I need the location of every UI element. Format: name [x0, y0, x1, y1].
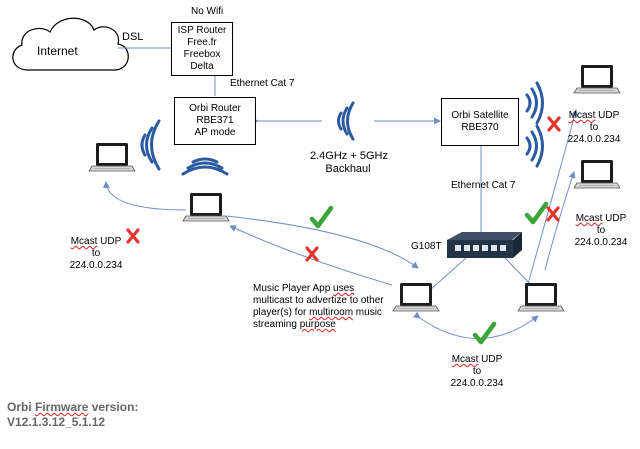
cross-icon [126, 228, 140, 244]
laptop-icon [573, 159, 621, 189]
laptop-icon [573, 64, 621, 94]
mcast-to: to [91, 248, 101, 259]
isp-router-line: Delta [190, 61, 214, 72]
mcast-to: to [589, 122, 599, 133]
wifi-signal-icon [525, 124, 544, 168]
flow-right-to-mid [544, 171, 576, 271]
orbi-satellite-line: RBE370 [461, 122, 499, 133]
flow-laptop-to-left [102, 181, 187, 211]
app-note-text: Music Player App [253, 283, 334, 294]
backhaul-label: 2.4GHz + 5GHz Backhaul [310, 150, 388, 176]
link-lines [118, 47, 533, 291]
mcast-label-top-right: Mcast UDP to 224.0.0.234 [564, 110, 624, 146]
mcast-address: 224.0.0.234 [450, 378, 504, 389]
laptop-icon [182, 192, 230, 222]
app-note-text: purpose [299, 319, 336, 330]
wifi-signal-icon [140, 119, 161, 171]
mcast-word: Mcast [451, 354, 479, 365]
app-note-text: uses [333, 283, 355, 294]
multicast-flows [102, 109, 578, 339]
firmware-version: Orbi Firmware version: V12.1.3.12_5.1.12 [7, 400, 138, 430]
check-icon [312, 208, 331, 226]
mcast-word: Mcast [568, 110, 596, 121]
cross-icon [546, 206, 560, 222]
laptop-icon [517, 282, 565, 312]
app-note-text: multiroom [309, 307, 354, 318]
laptop-icon [88, 142, 136, 172]
mcast-label-bottom: Mcast UDP to 224.0.0.234 [447, 354, 507, 390]
orbi-router-box: Orbi Router RBE371 AP mode [174, 97, 256, 145]
isp-router-line: Freebox [183, 49, 221, 60]
firmware-text: V12.1.3.12_5.1.12 [7, 415, 106, 429]
firmware-text: Orbi [7, 400, 36, 414]
firmware-text: Firmware [35, 400, 89, 414]
router-ethernet-label: Ethernet Cat 7 [230, 78, 295, 89]
mcast-address: 224.0.0.234 [567, 134, 621, 145]
app-note-text: multicast to advertize to other [253, 295, 384, 306]
orbi-satellite-box: Orbi Satellite RBE370 [441, 98, 519, 146]
laptop-icon [392, 282, 440, 312]
mcast-udp: UDP [481, 354, 503, 365]
mcast-udp: UDP [605, 213, 627, 224]
mcast-word: Mcast [70, 236, 98, 247]
mcast-to: to [596, 225, 606, 236]
orbi-router-line: RBE371 [196, 115, 234, 126]
flow-laptop-to-center [226, 215, 419, 269]
firmware-text: version: [88, 400, 139, 414]
check-icon [475, 324, 494, 342]
orbi-router-line: AP mode [194, 127, 236, 138]
mcast-udp: UDP [598, 110, 620, 121]
app-note-text: music [353, 307, 382, 318]
network-switch-icon [447, 232, 522, 258]
app-note-text: streaming [253, 319, 300, 330]
isp-router-line: ISP Router [177, 25, 227, 36]
mcast-address: 224.0.0.234 [574, 237, 628, 248]
switch-to-laptop-right [504, 257, 533, 287]
switch-to-laptop-left [429, 257, 467, 291]
wifi-signal-icon [181, 157, 229, 176]
isp-router-box: ISP Router Free.fr Freebox Delta [171, 22, 233, 76]
mcast-to: to [472, 366, 482, 377]
check-icon [527, 204, 546, 222]
orbi-satellite-line: Orbi Satellite [451, 110, 509, 121]
cross-icon [547, 116, 561, 132]
app-note-text: player(s) for [253, 307, 310, 318]
mcast-udp: UDP [100, 236, 122, 247]
flow-bottom [413, 311, 539, 339]
mcast-address: 224.0.0.234 [69, 260, 123, 271]
backhaul-label-line2: Backhaul [325, 163, 371, 175]
cloud-label: Internet [37, 44, 78, 58]
dsl-label: DSL [122, 31, 144, 43]
no-wifi-label: No Wifi [191, 6, 224, 17]
mcast-label-left: Mcast UDP to 224.0.0.234 [66, 236, 126, 272]
orbi-router-line: Orbi Router [189, 103, 241, 114]
isp-router-line: Free.fr [187, 37, 217, 48]
flow-center-to-laptop [229, 225, 393, 286]
app-note: Music Player App uses multicast to adver… [253, 283, 384, 331]
cross-icon [305, 246, 319, 262]
wifi-signal-icon [525, 81, 544, 125]
wifi-signal-icon [337, 101, 355, 141]
switch-label: G108T [411, 241, 442, 252]
cloud-icon [12, 17, 129, 71]
mcast-word: Mcast [575, 213, 603, 224]
backhaul-label-line1: 2.4GHz + 5GHz [310, 150, 388, 162]
satellite-ethernet-label: Ethernet Cat 7 [451, 180, 516, 191]
flow-right-to-top [527, 109, 578, 285]
mcast-label-mid-right: Mcast UDP to 224.0.0.234 [571, 213, 631, 249]
